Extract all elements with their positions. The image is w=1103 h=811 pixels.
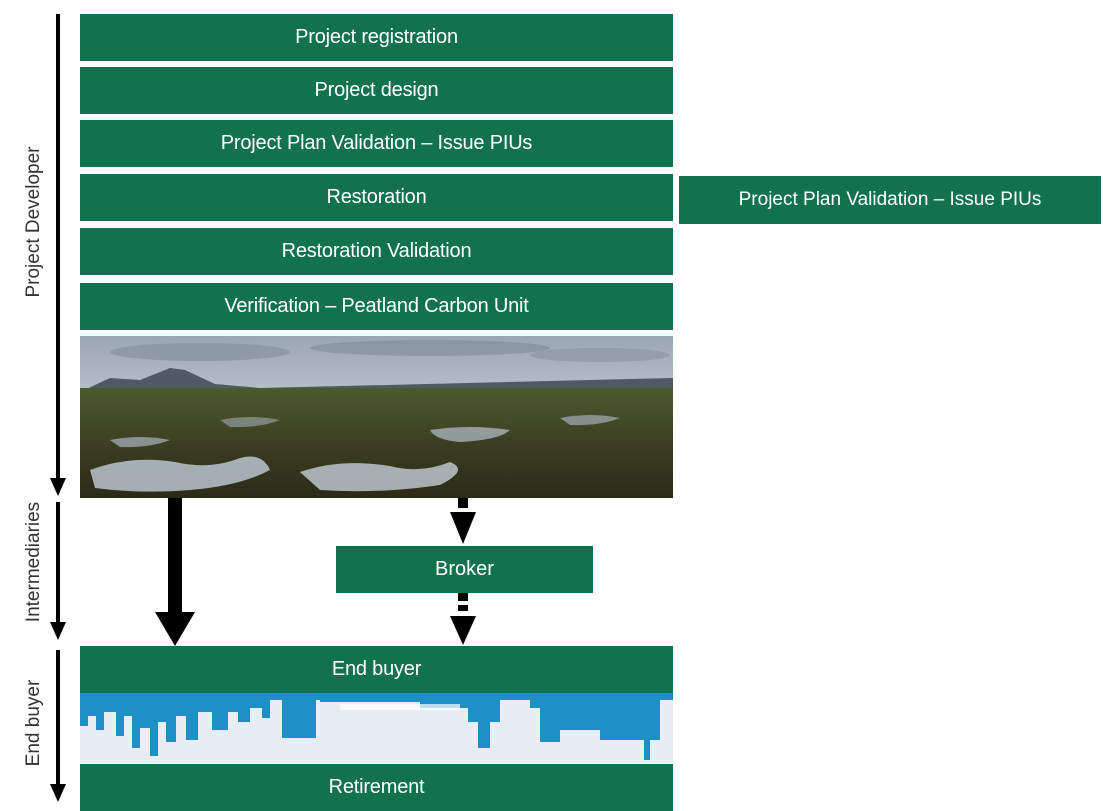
phase-arrow-intermediaries	[50, 502, 66, 640]
skyline-banner	[80, 693, 673, 763]
step-retirement: Retirement	[80, 764, 673, 811]
step-restoration-validation: Restoration Validation	[80, 228, 673, 275]
step-project-registration: Project registration	[80, 14, 673, 61]
phase-arrow-developer	[50, 14, 66, 496]
step-restoration: Restoration	[80, 174, 673, 221]
to-broker-arrow	[450, 498, 476, 544]
step-project-plan-validation: Project Plan Validation – Issue PIUs	[80, 120, 673, 167]
peatland-photo	[80, 336, 673, 498]
broker-to-buyer-arrow	[450, 593, 476, 645]
step-verification: Verification – Peatland Carbon Unit	[80, 283, 673, 330]
broker-box: Broker	[336, 546, 593, 593]
step-project-design: Project design	[80, 67, 673, 114]
phase-label-intermediaries: Intermediaries	[23, 501, 44, 623]
phase-label-end-buyer: End buyer	[23, 679, 44, 767]
phase-label-developer: Project Developer	[23, 146, 44, 298]
direct-sale-arrow	[155, 498, 195, 646]
step-end-buyer: End buyer	[80, 646, 673, 693]
side-project-plan-validation: Project Plan Validation – Issue PIUs	[679, 176, 1101, 224]
phase-arrow-end-buyer	[50, 650, 66, 802]
